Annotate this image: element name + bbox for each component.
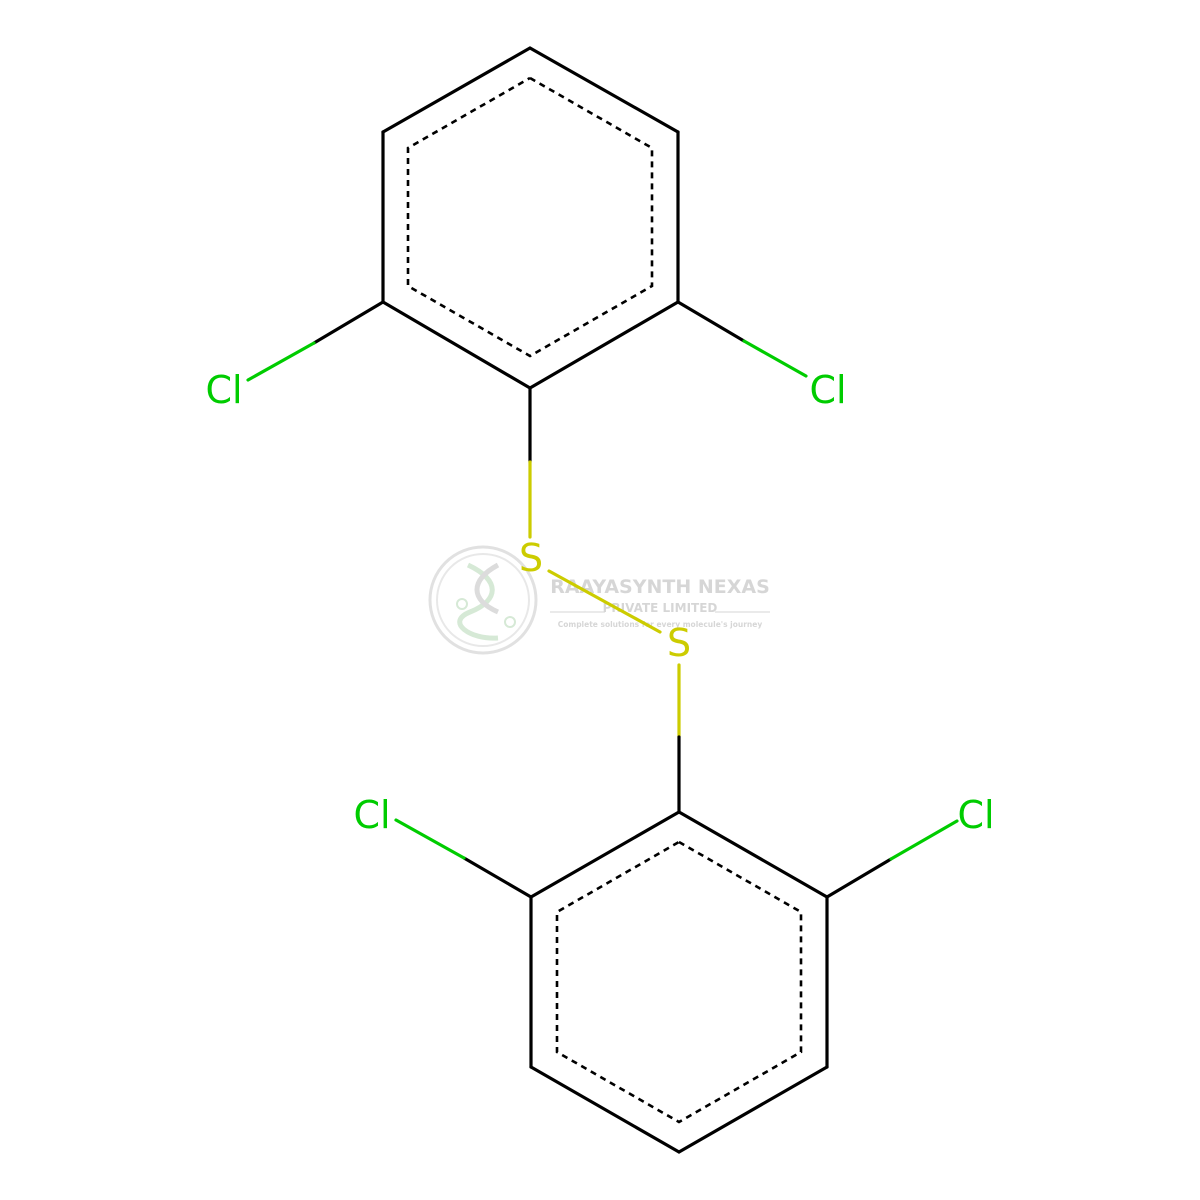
watermark-logo-icon (428, 545, 538, 655)
atom-label-chlorine: Cl (353, 793, 390, 837)
bond (677, 810, 829, 899)
bond (825, 857, 893, 899)
atom-label-chlorine: Cl (809, 368, 846, 412)
bond-cl (394, 818, 466, 860)
watermark-company: RAAYASYNTH NEXAS (550, 576, 770, 598)
atom-label-sulfur: S (519, 536, 543, 580)
bond (529, 1065, 681, 1154)
bond (462, 856, 533, 899)
bond-cl (889, 819, 959, 861)
bond (381, 46, 532, 134)
watermark: RAAYASYNTH NEXAS PRIVATE LIMITED Complet… (428, 545, 770, 655)
atom-label-sulfur: S (667, 621, 691, 665)
bond (677, 1065, 829, 1154)
top-ring (381, 46, 680, 390)
bond-cl (246, 341, 316, 382)
aromatic-ring-bottom (555, 840, 803, 1124)
atom-label-chlorine: Cl (205, 368, 242, 412)
bond (676, 300, 746, 343)
bond-s-s (547, 569, 662, 634)
bond (312, 300, 385, 345)
bond (528, 300, 680, 390)
bond (381, 300, 532, 390)
watermark-subtitle: PRIVATE LIMITED (603, 601, 718, 615)
bottom-ring (529, 810, 829, 1154)
bond (528, 46, 680, 134)
aromatic-ring-top (406, 76, 654, 358)
bond-cl (742, 339, 808, 378)
bond (529, 810, 681, 899)
atom-label-chlorine: Cl (957, 793, 994, 837)
watermark-tagline: Complete solutions for every molecule's … (558, 620, 763, 629)
